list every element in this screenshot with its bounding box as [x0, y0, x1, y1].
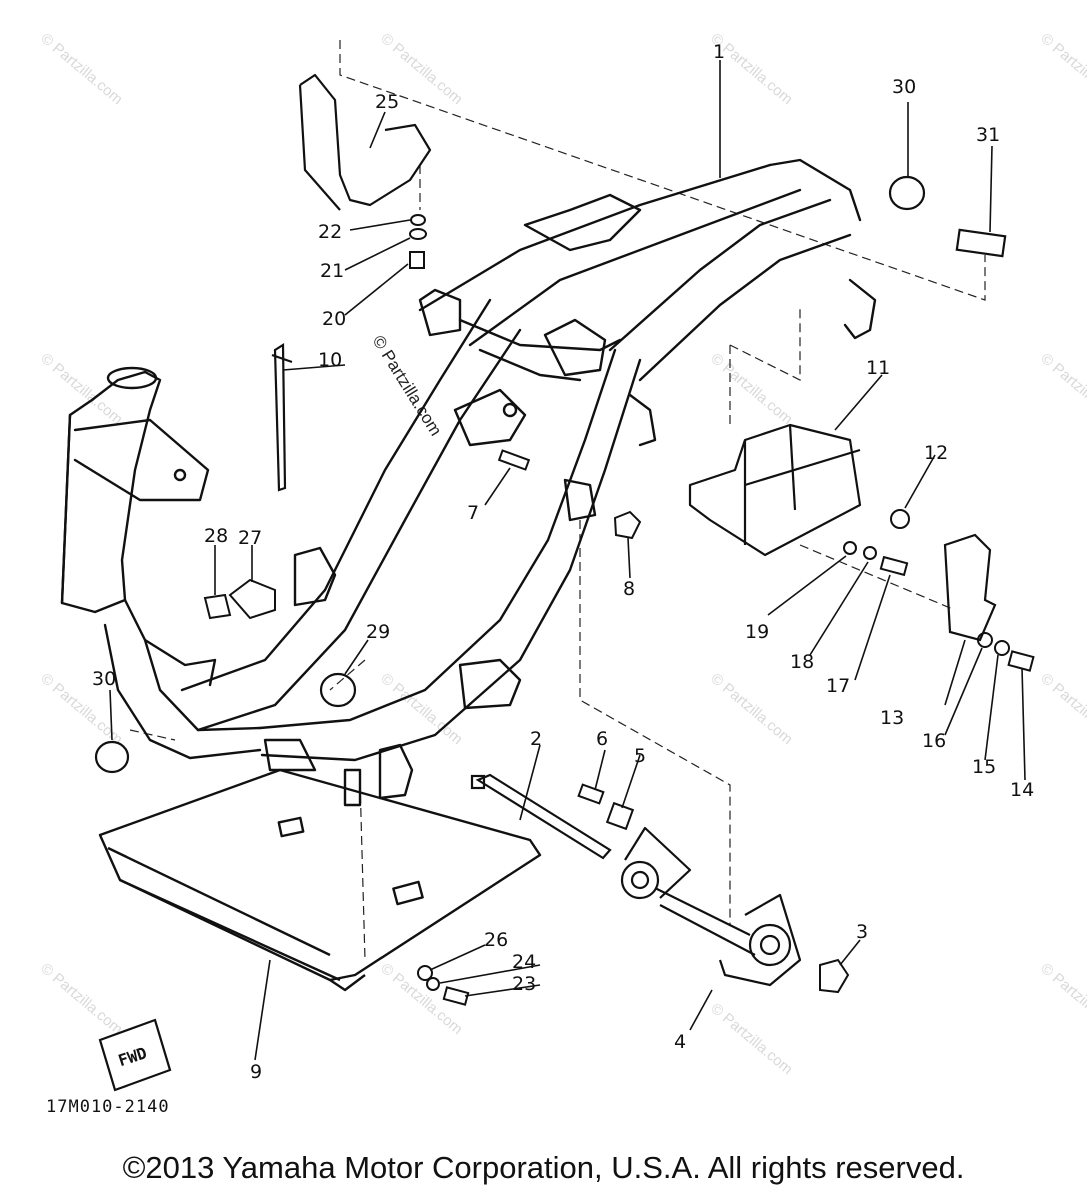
leader-lines — [109, 60, 1026, 1061]
callout-12: 12 — [924, 442, 948, 464]
part-callouts: 1 2 3 4 5 6 7 8 9 10 11 12 13 14 15 16 1… — [92, 41, 1034, 1083]
copyright-notice: ©2013 Yamaha Motor Corporation, U.S.A. A… — [122, 1150, 965, 1185]
plug-29 — [319, 672, 357, 708]
callout-31: 31 — [976, 124, 1000, 146]
callout-16: 16 — [922, 730, 946, 752]
callout-28: 28 — [204, 525, 228, 547]
callout-21: 21 — [320, 260, 344, 282]
watermark-layer: © Partzilla.com © Partzilla.com © Partzi… — [37, 30, 1087, 1078]
callout-7: 7 — [467, 502, 479, 524]
nut-26 — [417, 965, 433, 981]
watermark: © Partzilla.com — [37, 30, 125, 108]
callout-4: 4 — [674, 1031, 686, 1053]
callout-22: 22 — [318, 221, 342, 243]
band-10 — [271, 343, 293, 492]
hardware — [203, 214, 1035, 1006]
collar-5 — [605, 801, 635, 831]
nut-12 — [890, 509, 910, 529]
diagram-code: 17M010-2140 — [46, 1097, 170, 1117]
under-cover — [98, 768, 542, 992]
callout-3: 3 — [856, 921, 868, 943]
nut-3 — [819, 958, 850, 994]
callout-27: 27 — [238, 527, 262, 549]
callout-8: 8 — [623, 578, 635, 600]
bolt-17 — [879, 555, 909, 577]
callout-30-left: 30 — [92, 668, 116, 690]
watermark: © Partzilla.com — [1037, 670, 1087, 748]
engine-mount-4 — [620, 826, 802, 987]
battery-box — [688, 423, 862, 557]
washer-18 — [863, 546, 877, 560]
watermark: © Partzilla.com — [707, 1000, 795, 1078]
bracket-27 — [228, 578, 276, 620]
callout-6: 6 — [596, 728, 608, 750]
callout-5: 5 — [634, 745, 646, 767]
callout-25: 25 — [375, 91, 399, 113]
callout-14: 14 — [1010, 779, 1034, 801]
callout-20: 20 — [322, 308, 346, 330]
watermark: © Partzilla.com — [707, 350, 795, 428]
callout-29: 29 — [366, 621, 390, 643]
fwd-arrow: FWD — [98, 1018, 172, 1092]
callout-23: 23 — [512, 973, 536, 995]
callout-13: 13 — [880, 707, 904, 729]
washer-24 — [426, 977, 440, 991]
watermark: © Partzilla.com — [37, 350, 125, 428]
callout-1: 1 — [713, 41, 725, 63]
bolt-6 — [577, 783, 605, 805]
watermark: © Partzilla.com — [377, 960, 465, 1038]
callout-17: 17 — [826, 675, 850, 697]
damper-31 — [955, 228, 1007, 258]
watermark: © Partzilla.com — [707, 670, 795, 748]
callout-11: 11 — [866, 357, 890, 379]
bolt-7 — [497, 449, 531, 471]
bracket-25 — [298, 73, 432, 211]
callout-2: 2 — [530, 728, 542, 750]
callout-9: 9 — [250, 1061, 262, 1083]
callout-15: 15 — [972, 756, 996, 778]
watermark: © Partzilla.com — [1037, 30, 1087, 108]
watermark: © Partzilla.com — [37, 960, 125, 1038]
callout-30-top: 30 — [892, 76, 916, 98]
assembly-lines — [129, 40, 986, 961]
washer-21 — [409, 228, 427, 240]
watermark-main: © Partzilla.com — [369, 332, 446, 439]
bolt-2 — [470, 773, 612, 860]
nut-8 — [613, 510, 642, 540]
bracket-13 — [943, 533, 997, 642]
bolt-20 — [409, 251, 425, 269]
callout-10: 10 — [318, 349, 342, 371]
main-frame — [60, 158, 877, 807]
watermark: © Partzilla.com — [1037, 350, 1087, 428]
callout-18: 18 — [790, 651, 814, 673]
damper-28 — [203, 593, 232, 620]
callout-26: 26 — [484, 929, 508, 951]
plug-30-top — [888, 175, 926, 211]
plug-30-left — [94, 740, 130, 774]
watermark: © Partzilla.com — [377, 670, 465, 748]
bolt-23 — [442, 986, 470, 1006]
nut-19 — [843, 541, 857, 555]
washer-15 — [994, 640, 1010, 656]
callout-24: 24 — [512, 951, 536, 973]
watermark: © Partzilla.com — [1037, 960, 1087, 1038]
nut-16 — [977, 632, 993, 648]
bolt-14 — [1007, 650, 1035, 672]
callout-19: 19 — [745, 621, 769, 643]
nut-22 — [410, 214, 426, 226]
